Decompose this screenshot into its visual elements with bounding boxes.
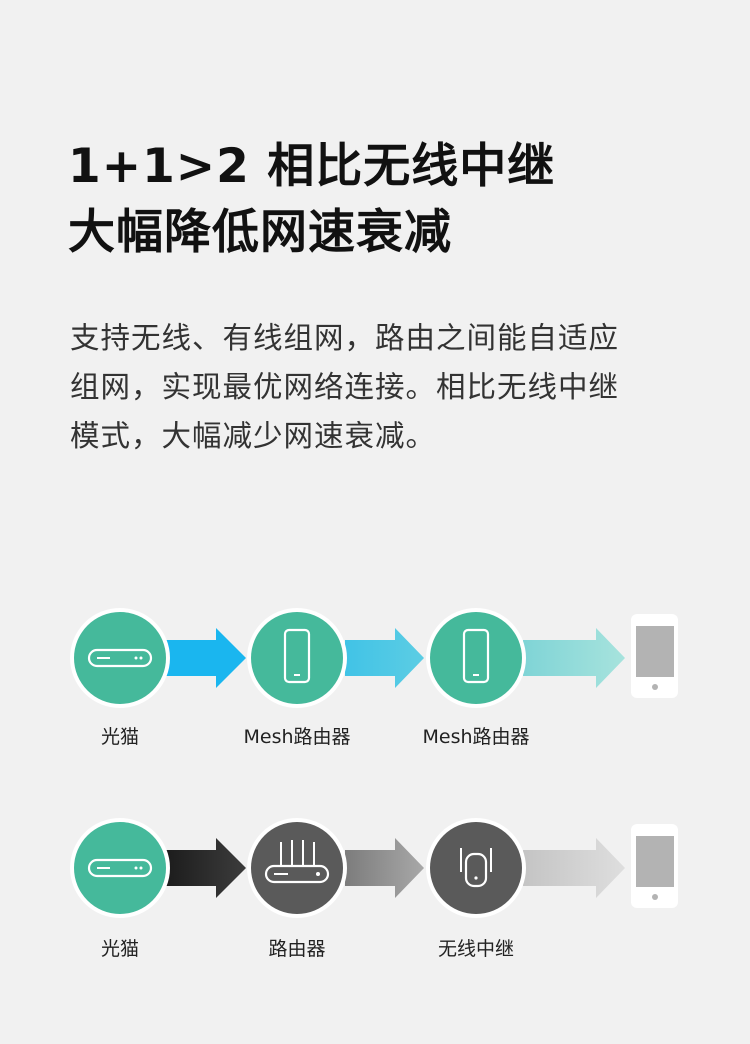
mesh-router-icon [426, 608, 526, 708]
repeater-label-modem: 光猫 [100, 938, 140, 960]
description-line-3: 模式，大幅减少网速衰减。 [70, 419, 437, 453]
arrow-4 [165, 838, 246, 898]
description-line-1: 支持无线、有线组网，路由之间能自适应 [70, 321, 620, 355]
mesh-label-router-1: Mesh路由器 [243, 726, 351, 748]
mesh-flow-diagram [0, 600, 750, 720]
arrow-3 [523, 628, 625, 688]
headline: 1+1>2 相比无线中继 大幅降低网速衰减 [68, 134, 555, 266]
arrow-6 [523, 838, 625, 898]
phone-icon [631, 614, 678, 698]
repeater-flow-diagram [0, 810, 750, 930]
arrow-1 [165, 628, 246, 688]
headline-line-2: 大幅降低网速衰减 [68, 205, 452, 260]
headline-line-1: 1+1>2 相比无线中继 [68, 139, 556, 194]
mesh-router-icon [247, 608, 347, 708]
repeater-label-router: 路由器 [268, 938, 326, 960]
modem-icon [70, 818, 170, 918]
arrow-5 [345, 838, 424, 898]
mesh-label-modem: 光猫 [100, 726, 140, 748]
description: 支持无线、有线组网，路由之间能自适应 组网，实现最优网络连接。相比无线中继 模式… [70, 314, 690, 461]
phone-icon [631, 824, 678, 908]
router-icon [247, 818, 347, 918]
repeater-label-extender: 无线中继 [437, 938, 515, 960]
wireless-repeater-icon [426, 818, 526, 918]
modem-icon [70, 608, 170, 708]
mesh-label-router-2: Mesh路由器 [422, 726, 530, 748]
arrow-2 [345, 628, 424, 688]
description-line-2: 组网，实现最优网络连接。相比无线中继 [70, 370, 620, 404]
